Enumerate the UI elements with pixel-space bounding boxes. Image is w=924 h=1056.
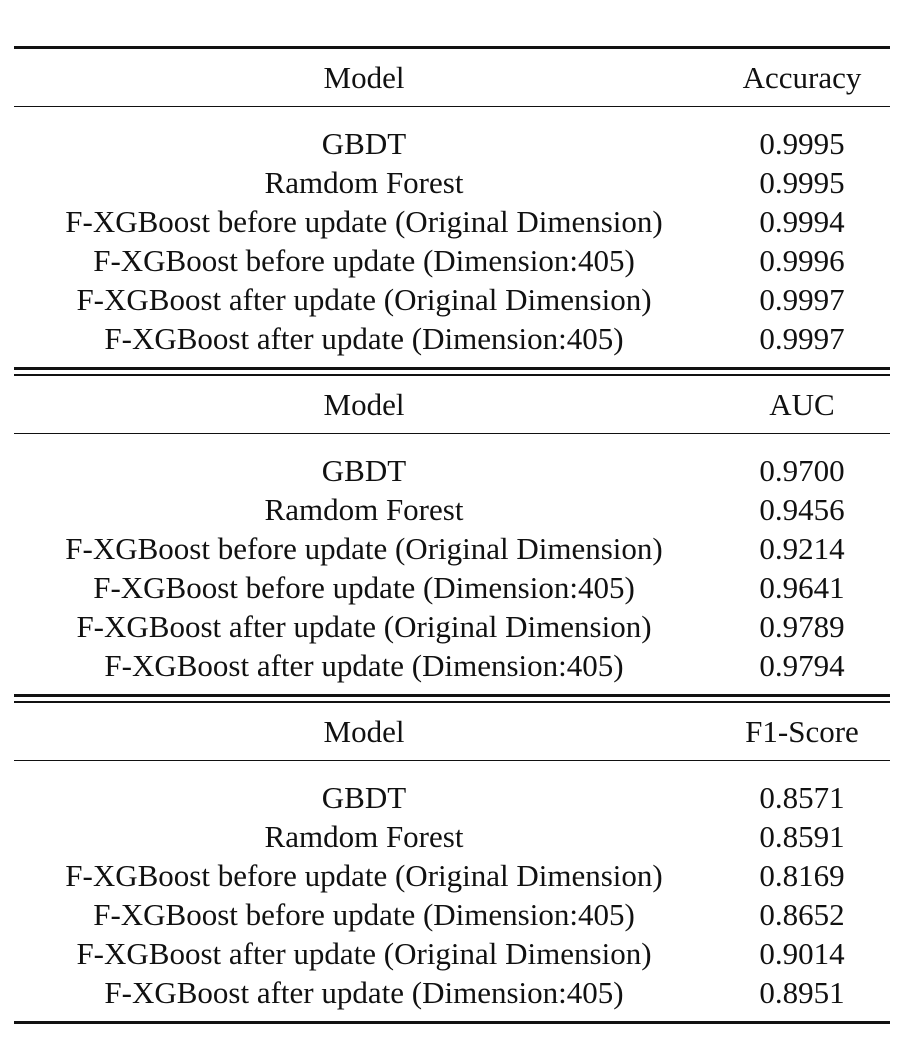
- model-cell: F-XGBoost before update (Dimension:405): [93, 897, 635, 932]
- model-cell: F-XGBoost before update (Dimension:405): [93, 570, 635, 605]
- value-cell: 0.8591: [759, 819, 845, 854]
- f1-score-column-header: F1-Score: [745, 714, 859, 749]
- model-column-header: Model: [323, 714, 405, 749]
- table-row: Ramdom Forest 0.9456: [14, 490, 890, 529]
- table-row: F-XGBoost after update (Dimension:405) 0…: [14, 646, 890, 685]
- section-divider: [14, 694, 890, 703]
- top-rule: [14, 46, 890, 49]
- bottom-rule: [14, 1021, 890, 1024]
- table-body: GBDT 0.9995 Ramdom Forest 0.9995 F-XGBoo…: [14, 107, 890, 367]
- model-column-header: Model: [323, 60, 405, 95]
- table-row: GBDT 0.8571: [14, 778, 890, 817]
- table-row: GBDT 0.9700: [14, 451, 890, 490]
- model-cell: F-XGBoost before update (Dimension:405): [93, 243, 635, 278]
- table-body: GBDT 0.8571 Ramdom Forest 0.8591 F-XGBoo…: [14, 761, 890, 1021]
- table-row: F-XGBoost before update (Dimension:405) …: [14, 895, 890, 934]
- value-cell: 0.8169: [759, 858, 845, 893]
- value-cell: 0.9789: [759, 609, 845, 644]
- table-row: F-XGBoost before update (Original Dimens…: [14, 529, 890, 568]
- model-cell: GBDT: [321, 126, 407, 161]
- results-table: Model Accuracy GBDT 0.9995 Ramdom Forest…: [14, 46, 890, 1024]
- model-cell: F-XGBoost after update (Original Dimensi…: [76, 609, 652, 644]
- section-auc: Model AUC GBDT 0.9700 Ramdom Forest 0.94…: [14, 376, 890, 694]
- table-body: GBDT 0.9700 Ramdom Forest 0.9456 F-XGBoo…: [14, 434, 890, 694]
- table-row: F-XGBoost after update (Original Dimensi…: [14, 280, 890, 319]
- auc-column-header: AUC: [769, 387, 835, 422]
- value-cell: 0.9794: [759, 648, 845, 683]
- table-row: F-XGBoost after update (Original Dimensi…: [14, 934, 890, 973]
- section-divider: [14, 367, 890, 376]
- model-cell: F-XGBoost after update (Dimension:405): [104, 648, 624, 683]
- value-cell: 0.9014: [759, 936, 845, 971]
- model-cell: GBDT: [321, 780, 407, 815]
- value-cell: 0.9994: [759, 204, 845, 239]
- value-cell: 0.9214: [759, 531, 845, 566]
- value-cell: 0.9997: [759, 321, 845, 356]
- header-row: Model Accuracy: [14, 49, 890, 106]
- value-cell: 0.9456: [759, 492, 845, 527]
- section-accuracy: Model Accuracy GBDT 0.9995 Ramdom Forest…: [14, 49, 890, 367]
- model-cell: F-XGBoost after update (Dimension:405): [104, 975, 624, 1010]
- table-row: F-XGBoost after update (Dimension:405) 0…: [14, 319, 890, 358]
- header-rule: [14, 760, 890, 761]
- model-cell: F-XGBoost before update (Original Dimens…: [65, 858, 663, 893]
- model-cell: Ramdom Forest: [264, 819, 464, 854]
- model-cell: F-XGBoost after update (Dimension:405): [104, 321, 624, 356]
- header-row: Model AUC: [14, 376, 890, 433]
- table-row: Ramdom Forest 0.8591: [14, 817, 890, 856]
- value-cell: 0.9997: [759, 282, 845, 317]
- header-row: Model F1-Score: [14, 703, 890, 760]
- table-row: F-XGBoost before update (Original Dimens…: [14, 202, 890, 241]
- table-row: F-XGBoost before update (Original Dimens…: [14, 856, 890, 895]
- model-cell: Ramdom Forest: [264, 165, 464, 200]
- model-cell: F-XGBoost before update (Original Dimens…: [65, 204, 663, 239]
- model-column-header: Model: [323, 387, 405, 422]
- value-cell: 0.9700: [759, 453, 845, 488]
- model-cell: Ramdom Forest: [264, 492, 464, 527]
- value-cell: 0.9995: [759, 126, 845, 161]
- table-row: F-XGBoost before update (Dimension:405) …: [14, 241, 890, 280]
- value-cell: 0.9641: [759, 570, 845, 605]
- section-f1-score: Model F1-Score GBDT 0.8571 Ramdom Forest…: [14, 703, 890, 1021]
- value-cell: 0.8951: [759, 975, 845, 1010]
- model-cell: F-XGBoost before update (Original Dimens…: [65, 531, 663, 566]
- model-cell: F-XGBoost after update (Original Dimensi…: [76, 282, 652, 317]
- table-row: F-XGBoost after update (Dimension:405) 0…: [14, 973, 890, 1012]
- value-cell: 0.8571: [759, 780, 845, 815]
- value-cell: 0.8652: [759, 897, 845, 932]
- value-cell: 0.9995: [759, 165, 845, 200]
- model-cell: GBDT: [321, 453, 407, 488]
- accuracy-column-header: Accuracy: [742, 60, 862, 95]
- table-row: F-XGBoost before update (Dimension:405) …: [14, 568, 890, 607]
- table-row: GBDT 0.9995: [14, 124, 890, 163]
- value-cell: 0.9996: [759, 243, 845, 278]
- header-rule: [14, 106, 890, 107]
- table-row: F-XGBoost after update (Original Dimensi…: [14, 607, 890, 646]
- header-rule: [14, 433, 890, 434]
- table-row: Ramdom Forest 0.9995: [14, 163, 890, 202]
- model-cell: F-XGBoost after update (Original Dimensi…: [76, 936, 652, 971]
